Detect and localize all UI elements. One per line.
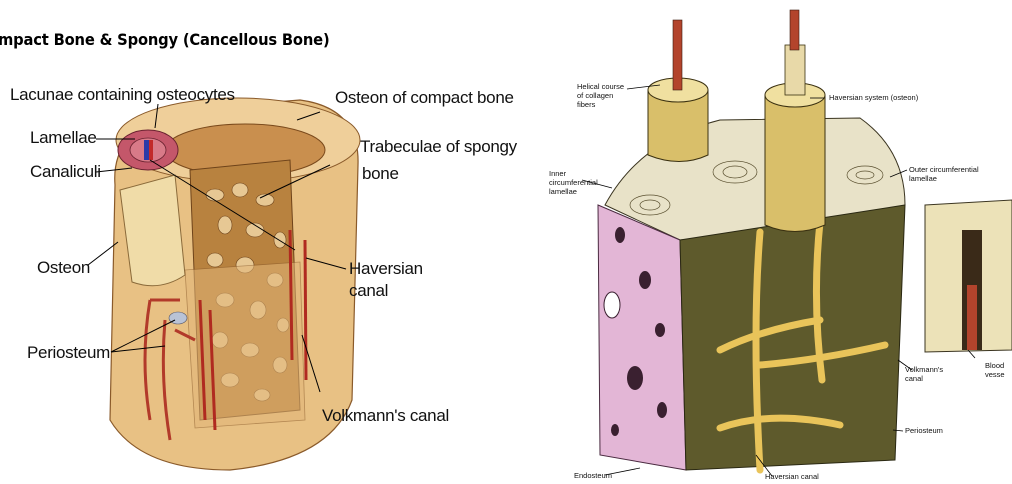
label-helical-line2: of collagen: [577, 92, 613, 100]
label-haversian-canal: Haversian canal: [765, 473, 819, 481]
label-volkmann-line1: Volkmann's: [905, 366, 943, 374]
label-blood-line2: vesse: [985, 371, 1005, 379]
label-inner-line3: lamellae: [549, 188, 577, 196]
label-endosteum: Endosteum: [574, 472, 612, 480]
label-outer-line2: lamellae: [909, 175, 937, 183]
label-haversian-system: Haversian system (osteon): [829, 94, 918, 102]
label-outer-line1: Outer circumferential: [909, 166, 979, 174]
label-volkmann-line2: canal: [905, 375, 923, 383]
label-helical-line1: Helical course: [577, 83, 624, 91]
label-periosteum-right: Periosteum: [905, 427, 943, 435]
label-helical-line3: fibers: [577, 101, 595, 109]
label-inner-line1: Inner: [549, 170, 566, 178]
label-blood-line1: Blood: [985, 362, 1004, 370]
label-inner-line2: circumferential: [549, 179, 598, 187]
